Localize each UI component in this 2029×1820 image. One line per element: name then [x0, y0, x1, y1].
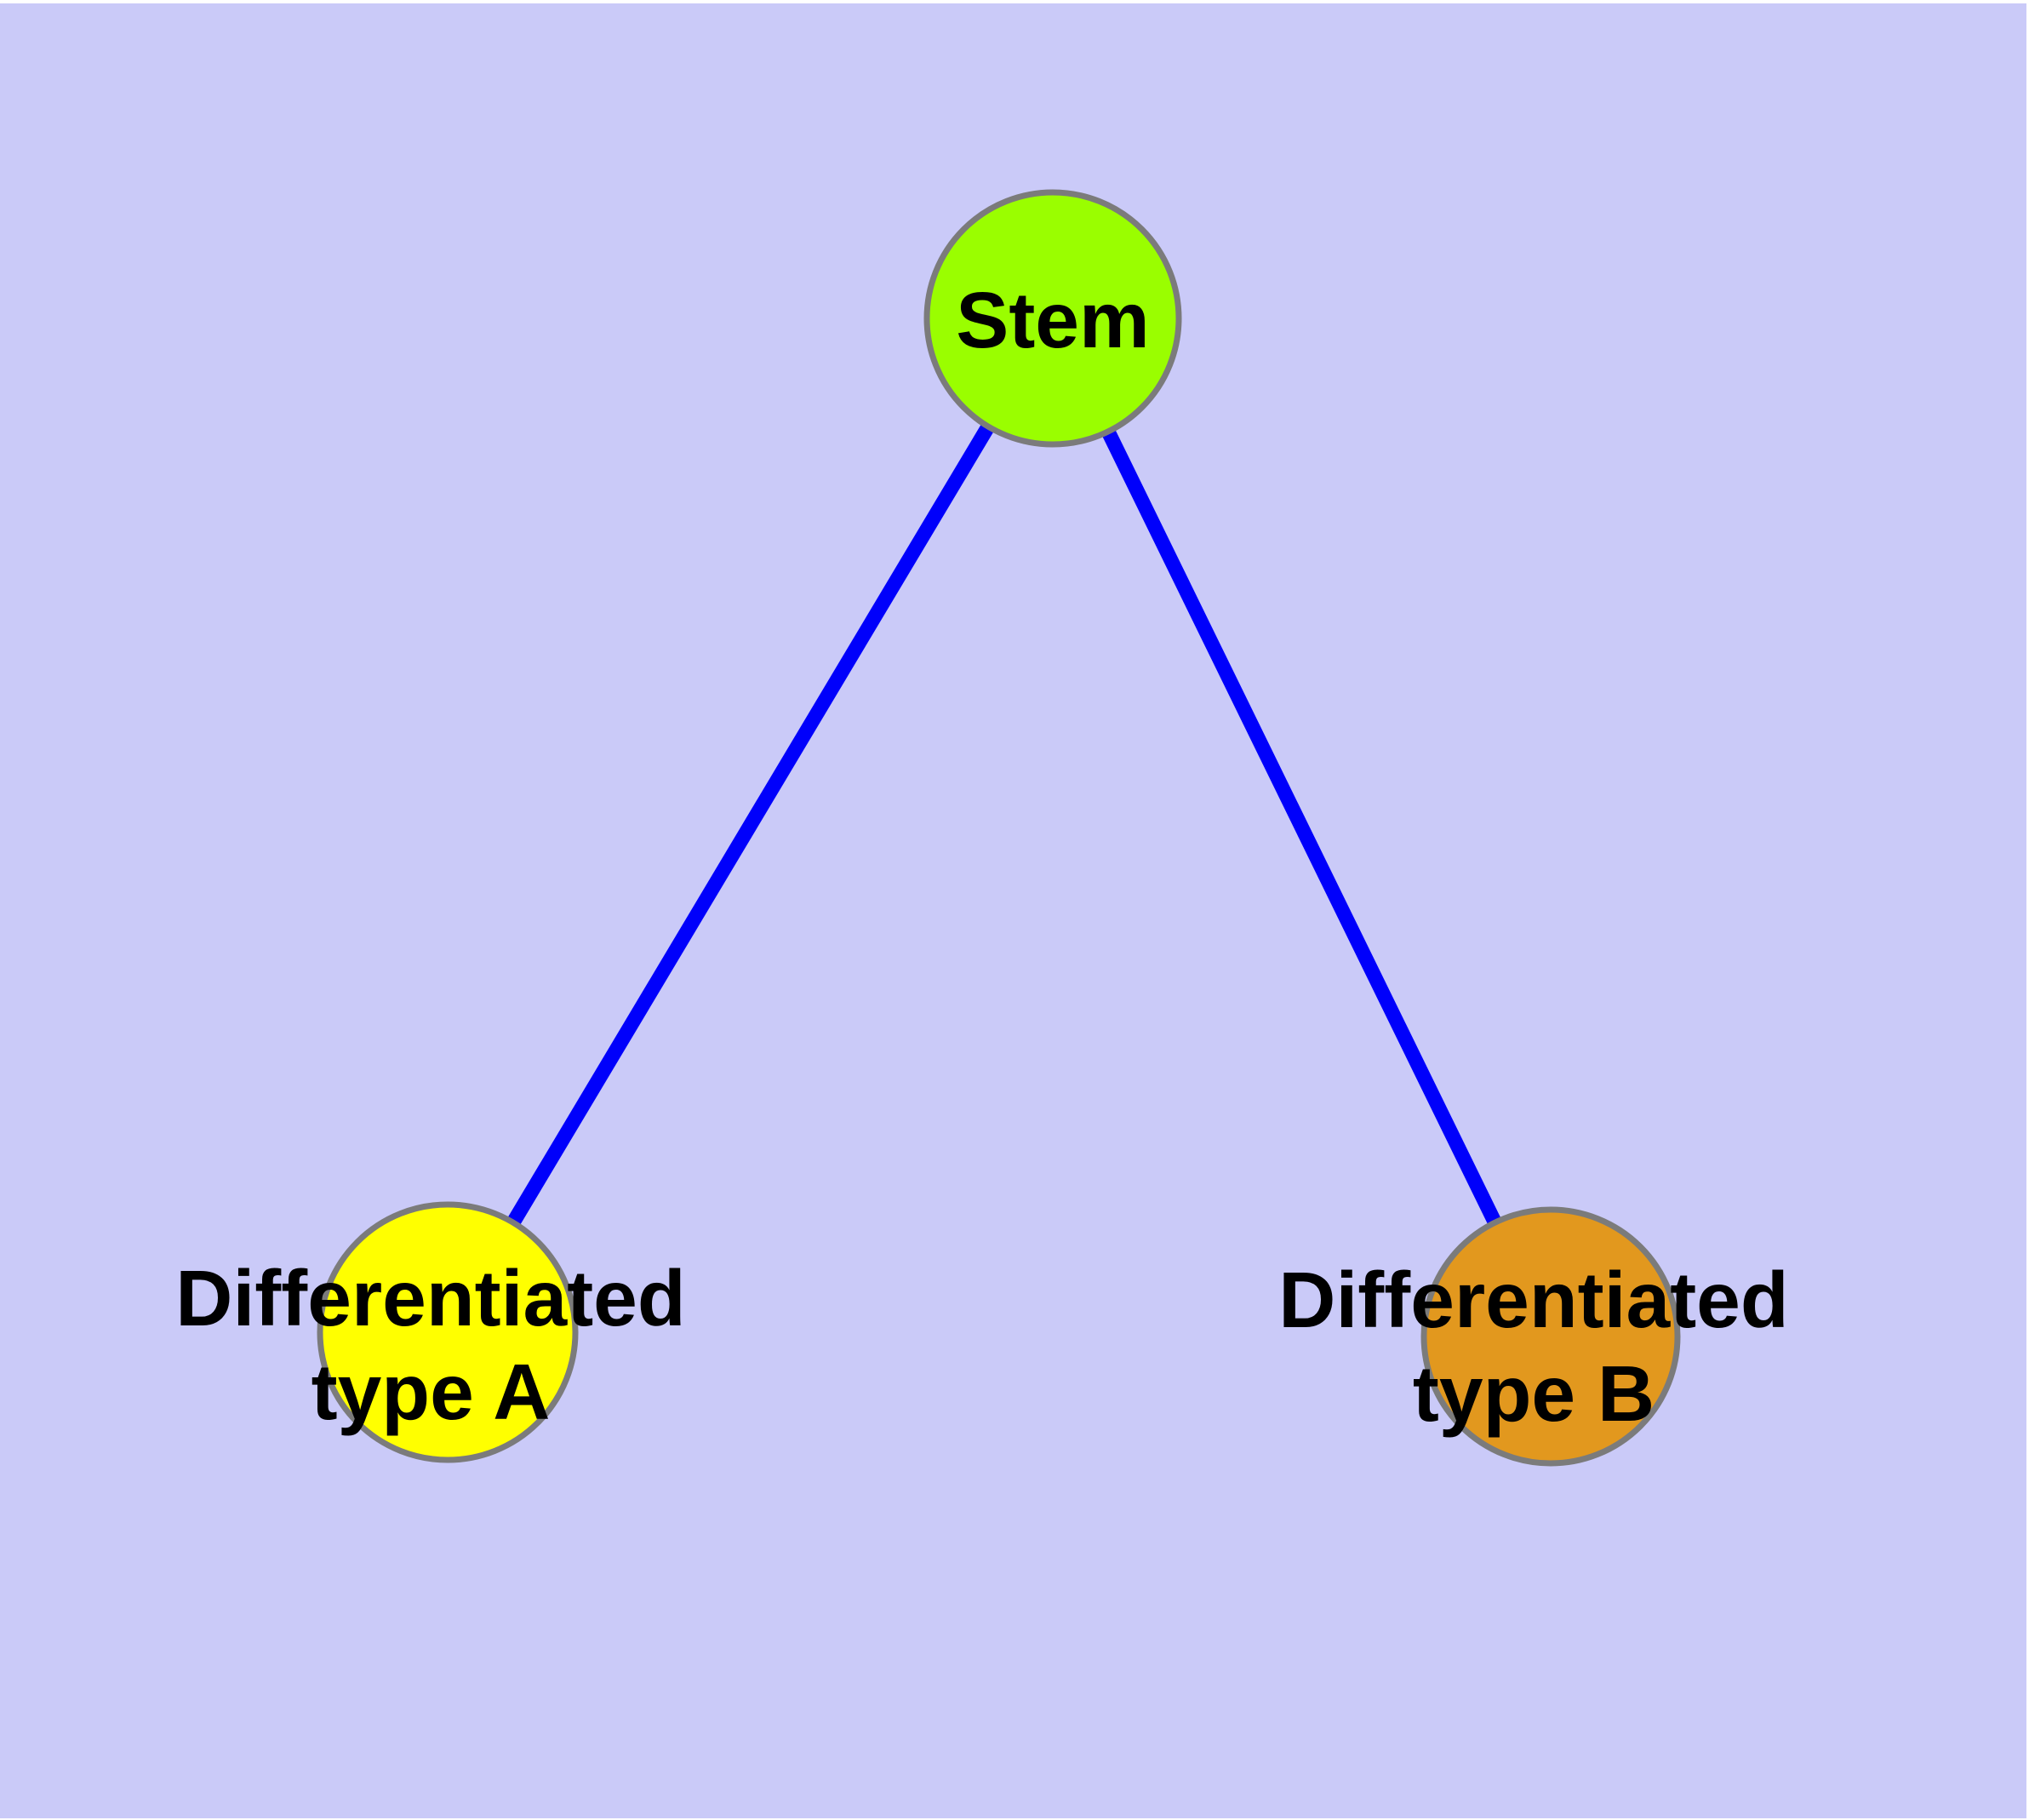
node-type-a-circle [317, 1201, 579, 1463]
edge-stem-to-type-a [441, 314, 1060, 1336]
node-stem-circle [923, 189, 1182, 448]
node-type-b-circle [1420, 1206, 1681, 1467]
edge-stem-to-type-b [1046, 315, 1557, 1340]
